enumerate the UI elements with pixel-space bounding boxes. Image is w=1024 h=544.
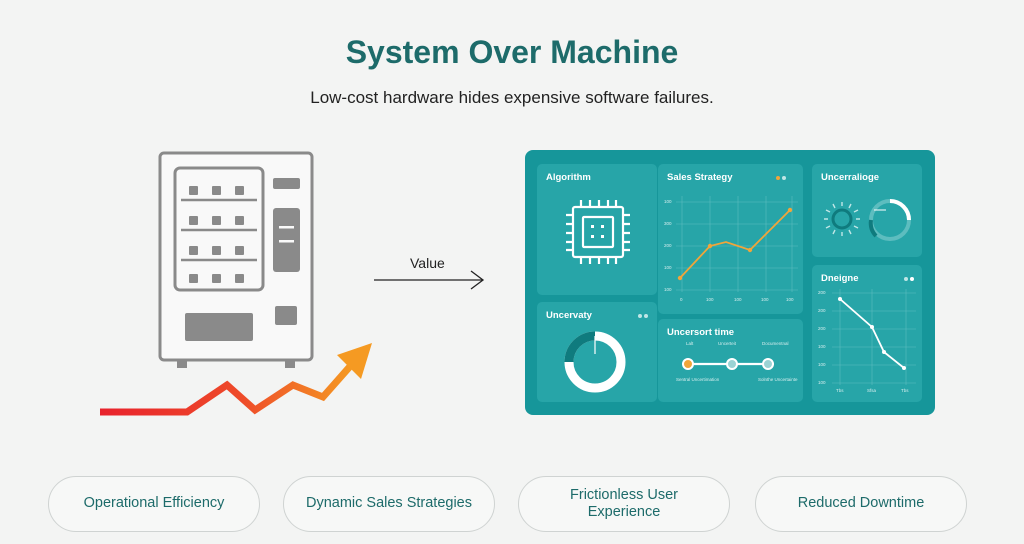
panel-title: Dneigne xyxy=(821,273,859,284)
value-flow-arrow: Value xyxy=(372,250,490,300)
decline-line-chart xyxy=(832,289,916,385)
panel-sales-strategy: Sales Strategy 100 300 200 100 100 0 100… xyxy=(658,164,803,314)
x-tick-label: Tbs xyxy=(836,388,844,393)
pillar-operational-efficiency: Operational Efficiency xyxy=(48,476,260,532)
panel-runtime: Uncersort time Lalt Uncerteit Documentna… xyxy=(658,319,803,402)
y-tick-label: 100 xyxy=(664,287,672,292)
software-dashboard: Algorithm Sales Strategy xyxy=(525,150,935,415)
timeline-label: Sentral Uncertimation xyxy=(676,377,720,382)
x-tick-label: Tbs xyxy=(901,388,909,393)
y-tick-label: 100 xyxy=(818,380,826,385)
y-tick-label: 200 xyxy=(818,326,826,331)
page-title: System Over Machine xyxy=(345,34,679,70)
panel-title: Uncerralioge xyxy=(821,172,880,183)
arrow-right-icon xyxy=(374,270,485,290)
y-tick-label: 100 xyxy=(664,265,672,270)
panel-uptime: Uncervaty xyxy=(537,302,657,402)
y-tick-label: 100 xyxy=(818,344,826,349)
x-tick-label: 100 xyxy=(761,297,769,302)
panel-title: Algorithm xyxy=(546,172,591,183)
x-tick-label: Sfsa xyxy=(867,388,877,393)
sales-line-chart xyxy=(676,196,798,292)
legend-dot xyxy=(910,277,914,281)
y-tick-label: 300 xyxy=(664,221,672,226)
gauge-icons xyxy=(824,199,911,241)
y-tick-label: 200 xyxy=(818,308,826,313)
x-tick-label: 100 xyxy=(706,297,714,302)
legend-dot xyxy=(638,314,642,318)
x-tick-label: 100 xyxy=(786,297,794,302)
pillar-dynamic-sales-strategies: Dynamic Sales Strategies xyxy=(283,476,495,532)
x-tick-label: 100 xyxy=(734,297,742,302)
arrow-label: Value xyxy=(410,255,445,271)
timeline-label: Lalt xyxy=(686,341,694,346)
chip-icon xyxy=(566,200,630,264)
pillar-row: Operational Efficiency Dynamic Sales Str… xyxy=(0,476,1024,532)
growth-trend-icon xyxy=(100,343,372,416)
panel-title: Uncersort time xyxy=(667,327,735,338)
y-tick-label: 200 xyxy=(818,290,826,295)
x-tick-label: 0 xyxy=(680,297,683,302)
vending-machine-icon xyxy=(158,151,314,368)
y-tick-label: 100 xyxy=(664,199,672,204)
timeline-label: Documentnal xyxy=(762,341,789,346)
pillar-reduced-downtime: Reduced Downtime xyxy=(755,476,967,532)
legend-dot xyxy=(904,277,908,281)
pillar-frictionless-user-experience: Frictionless User Experience xyxy=(518,476,730,532)
panel-decline: Dneigne 200 200 200 100 100 100 Tbs Sfsa… xyxy=(812,265,922,402)
timeline-label: Uncerteit xyxy=(718,341,737,346)
timeline-label: Solnthe Uncertainte xyxy=(758,377,798,382)
panel-title: Uncervaty xyxy=(546,310,592,321)
timeline-slider xyxy=(682,358,774,370)
legend-dot xyxy=(782,176,786,180)
donut-chart xyxy=(564,331,626,393)
panel-algorithm: Algorithm xyxy=(537,164,657,295)
legend-dot xyxy=(644,314,648,318)
panel-uncertainty: Uncerralioge xyxy=(812,164,922,257)
panel-title: Sales Strategy xyxy=(667,172,733,183)
y-tick-label: 100 xyxy=(818,362,826,367)
y-tick-label: 200 xyxy=(664,243,672,248)
page-subtitle: Low-cost hardware hides expensive softwa… xyxy=(310,88,714,107)
legend-dot xyxy=(776,176,780,180)
